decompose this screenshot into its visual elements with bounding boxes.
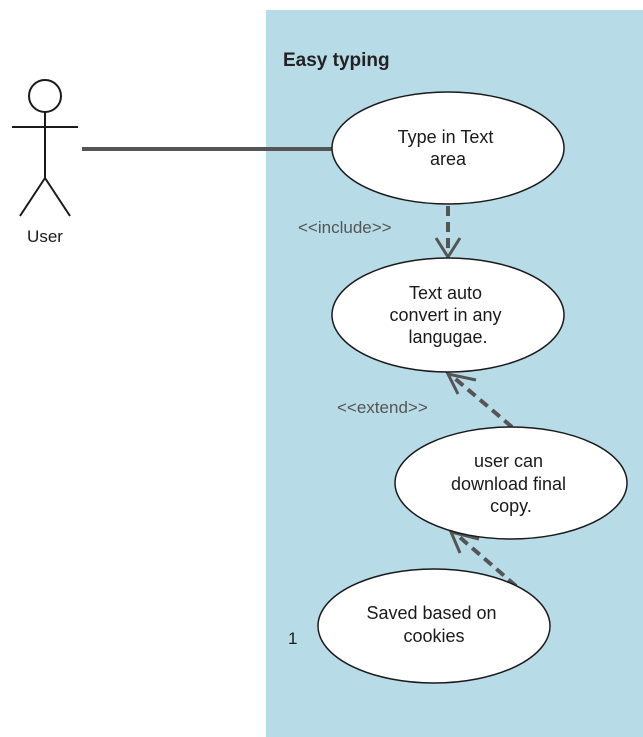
- include-label: <<include>>: [298, 218, 392, 237]
- actor-left-leg: [19, 177, 46, 217]
- svg-text:Type in Text area: Type in Text area: [398, 127, 499, 169]
- use-case-label: cookies: [403, 626, 464, 646]
- extend-label: <<extend>>: [337, 398, 428, 417]
- actor-user: [12, 79, 78, 217]
- svg-text:user can download final: user can download final copy.: [451, 451, 571, 516]
- extend-arrow: [445, 371, 514, 429]
- actor-head: [28, 79, 62, 113]
- actor-right-leg: [44, 177, 71, 217]
- use-case-label: langugae.: [408, 327, 487, 347]
- use-case-ellipse: [331, 91, 565, 205]
- saved-arrow-shaft: [454, 532, 518, 588]
- use-case-ellipse: [317, 568, 551, 684]
- saved-arrow-head: [448, 529, 480, 554]
- use-case-auto-convert: Text auto convert in any langugae.: [331, 257, 565, 373]
- system-title: Easy typing: [283, 50, 390, 71]
- use-case-type-text: Type in Text area: [331, 91, 565, 205]
- svg-text:Text auto convert in any: Text auto convert in any langugae.: [389, 283, 506, 347]
- use-case-label: Text auto: [409, 283, 482, 303]
- use-case-label: convert in any: [389, 305, 501, 325]
- saved-arrow: [448, 529, 518, 588]
- use-case-download: user can download final copy.: [394, 426, 628, 540]
- multiplicity-label: 1: [288, 629, 297, 648]
- include-arrow: [434, 206, 462, 260]
- use-case-ellipse: [394, 426, 628, 540]
- use-case-label: copy.: [490, 496, 532, 516]
- extend-arrow-head: [445, 371, 477, 395]
- use-case-label: download final: [451, 474, 566, 494]
- svg-text:Saved based on cookies: Saved based on cookies: [366, 603, 501, 646]
- use-case-label: area: [430, 149, 467, 169]
- use-case-saved: Saved based on cookies: [317, 568, 551, 684]
- use-case-label: Saved based on: [366, 603, 496, 623]
- actor-name: User: [27, 227, 63, 246]
- use-case-label: Type in Text: [398, 127, 494, 147]
- include-arrow-head: [434, 237, 462, 260]
- use-case-ellipse: [331, 257, 565, 373]
- use-case-label: user can: [474, 451, 543, 471]
- extend-arrow-shaft: [450, 374, 514, 429]
